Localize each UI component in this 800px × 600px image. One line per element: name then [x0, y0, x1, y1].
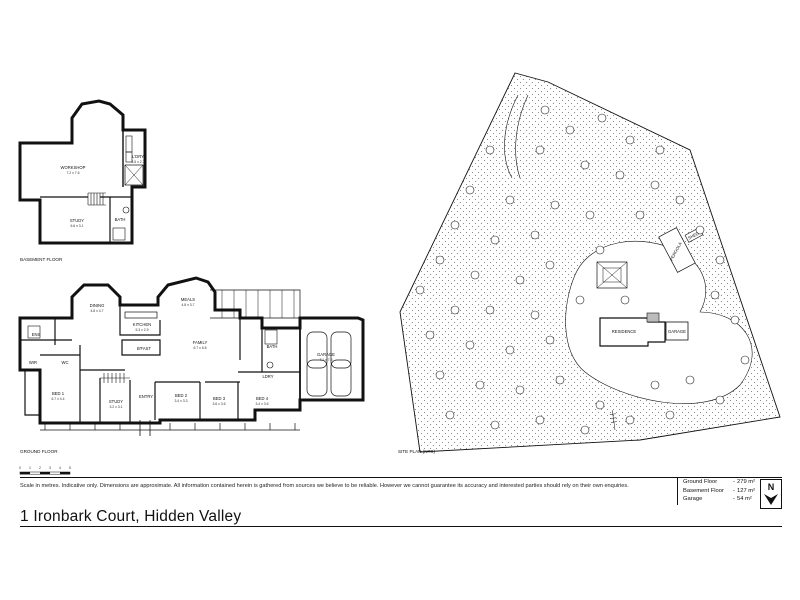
- area-separator: -: [733, 496, 735, 503]
- ground-floor-caption: GROUND FLOOR: [20, 449, 58, 454]
- scale-bar: [19, 471, 71, 475]
- ground-room-dining: DINING: [90, 303, 105, 308]
- basement-room-laundry: L'DRY: [132, 154, 144, 159]
- area-separator: -: [733, 487, 735, 494]
- site-plan-caption: SITE PLAN (NTS): [398, 449, 435, 454]
- ground-room-bed-1: BED 1: [52, 391, 65, 396]
- ground-room-laundry: LDRY: [262, 374, 273, 379]
- site-label-garage: GARAGE: [668, 329, 686, 334]
- ground-room-bed-4-dim: 3.4 x 3.6: [255, 402, 268, 406]
- site-label-residence: RESIDENCE: [612, 329, 637, 334]
- ground-room-bath: BATH: [267, 344, 278, 349]
- basement-room-study-dim: 6.6 x 3.1: [70, 224, 83, 228]
- area-value: 279 m²: [737, 479, 756, 485]
- ground-room-wir: WIR: [29, 360, 37, 365]
- area-label: Ground Floor: [683, 479, 718, 485]
- basement-room-workshop-dim: 7.2 x 7.6: [66, 171, 79, 175]
- basement-room-workshop: WORKSHOP: [61, 165, 86, 170]
- north-arrow-icon: N: [760, 479, 782, 509]
- ground-room-garage-dim: 7.1 x 7.6: [319, 358, 332, 362]
- scale-bar-tick-5: 5: [69, 466, 71, 470]
- property-address: 1 Ironbark Court, Hidden Valley: [20, 508, 242, 525]
- scale-bar-tick-1: 1: [29, 466, 31, 470]
- footer-bottom-rule: [20, 526, 782, 527]
- ground-room-study-dim: 3.2 x 3.1: [109, 405, 122, 409]
- ground-room-entry: ENTRY: [139, 394, 153, 399]
- basement-room-laundry-dim: 3.5 x 2.7: [131, 160, 144, 164]
- basement-room-bath: BATH: [115, 217, 126, 222]
- basement-floor-caption: BASEMENT FLOOR: [20, 257, 63, 262]
- area-schedule: Ground Floor - 279 m² Basement Floor - 1…: [683, 478, 767, 504]
- footer-top-rule: [20, 477, 782, 478]
- ground-room-kitchen: KITCHEN: [133, 322, 151, 327]
- ground-room-study: STUDY: [109, 399, 123, 404]
- ground-room-dining-dim: 4.8 x 4.7: [90, 309, 103, 313]
- disclaimer-text: Scale in metres. Indicative only. Dimens…: [20, 483, 629, 489]
- area-row-garage: Garage - 54 m²: [683, 495, 767, 504]
- scale-bar-tick-0: 0: [19, 466, 21, 470]
- ground-room-bed-2: BED 2: [175, 393, 188, 398]
- ground-floor-plan: [18, 276, 365, 436]
- area-label: Garage: [683, 496, 703, 503]
- area-separator: -: [733, 479, 735, 485]
- north-arrow-glyph-icon: N: [764, 482, 778, 505]
- ground-room-bed-3-dim: 3.6 x 3.6: [212, 402, 225, 406]
- ground-room-meals: MEALS: [181, 297, 195, 302]
- ground-room-family: FAMILY: [193, 340, 208, 345]
- area-row-ground-floor: Ground Floor - 279 m²: [683, 478, 767, 487]
- ground-room-ensuite: ENS: [32, 332, 41, 337]
- ground-room-bed-3: BED 3: [213, 396, 226, 401]
- ground-room-meals-dim: 4.8 x 3.7: [181, 303, 194, 307]
- scale-bar-tick-2: 2: [39, 466, 41, 470]
- ground-room-family-dim: 6.7 x 6.8: [193, 346, 206, 350]
- site-label-shed: SHED: [687, 231, 700, 241]
- site-plan: [399, 72, 781, 453]
- ground-room-kitchen-dim: 5.3 x 2.9: [135, 328, 148, 332]
- ground-room-breakfast: B'FAST: [137, 346, 152, 351]
- area-value: 54 m²: [737, 496, 752, 503]
- scale-bar-tick-4: 4: [59, 466, 61, 470]
- ground-room-bed-1-dim: 6.7 x 4.4: [51, 397, 64, 401]
- ground-room-bed-2-dim: 3.4 x 3.3: [174, 399, 187, 403]
- scale-bar-tick-3: 3: [49, 466, 51, 470]
- basement-room-study: STUDY: [70, 218, 84, 223]
- area-row-basement-floor: Basement Floor - 127 m²: [683, 487, 767, 496]
- area-value: 127 m²: [737, 487, 756, 494]
- ground-room-garage: GARAGE: [317, 352, 335, 357]
- basement-floor-plan: [18, 99, 147, 245]
- area-label: Basement Floor: [683, 487, 724, 494]
- footer-divider: [677, 477, 678, 505]
- ground-room-wc: WC: [62, 360, 69, 365]
- north-letter: N: [768, 482, 775, 492]
- ground-room-bed-4: BED 4: [256, 396, 269, 401]
